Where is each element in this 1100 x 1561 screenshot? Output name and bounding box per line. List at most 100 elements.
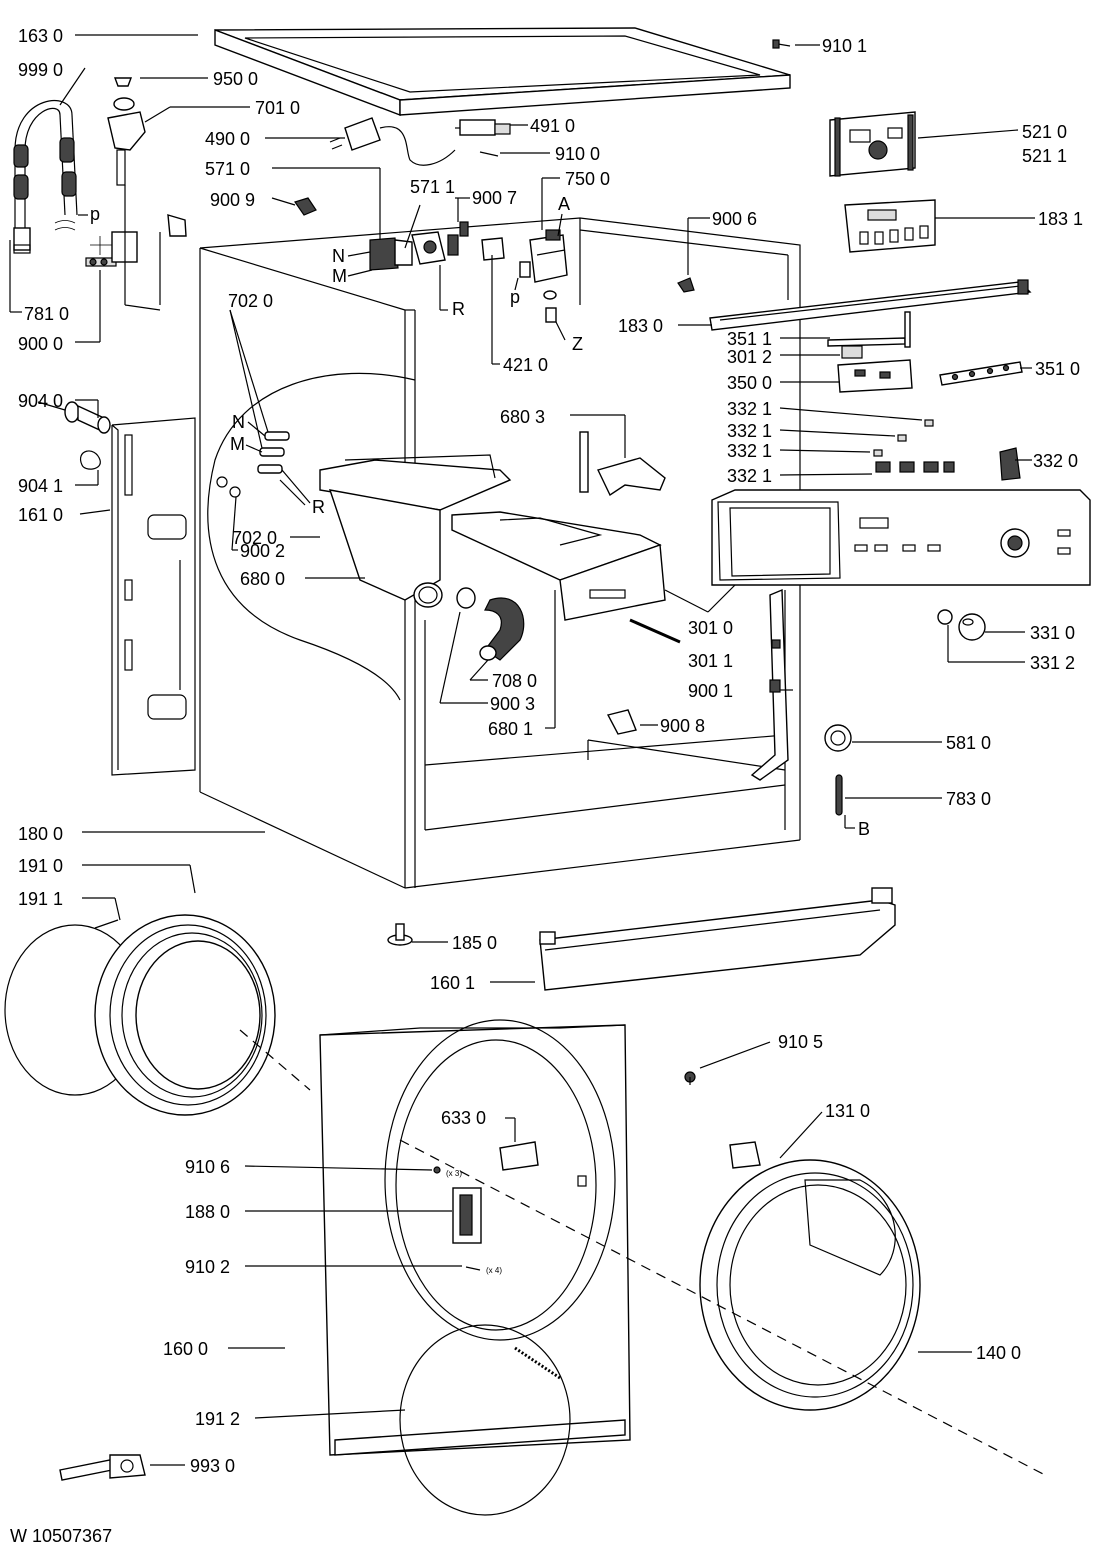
label-161-0: 161 0 (18, 505, 63, 525)
screw-910-1 (772, 39, 791, 49)
letter-R-top: R (452, 299, 465, 319)
document-id: W 10507367 (10, 1526, 112, 1546)
label-680-1: 680 1 (488, 719, 533, 739)
motor-assembly (369, 221, 469, 271)
label-900-7: 900 7 (472, 188, 517, 208)
label-191-2: 191 2 (195, 1409, 240, 1429)
label-904-1: 904 1 (18, 476, 63, 496)
label-900-1: 900 1 (688, 681, 733, 701)
label-350-0: 350 0 (727, 373, 772, 393)
hinge-131-0 (729, 1141, 761, 1169)
label-750-0: 750 0 (565, 169, 610, 189)
label-999-0: 999 0 (18, 60, 63, 80)
door-lock-633 (499, 1141, 539, 1171)
foot-185-0 (387, 923, 413, 946)
label-332-0: 332 0 (1033, 451, 1078, 471)
part-332-0 (999, 447, 1021, 481)
drain-pump (519, 229, 568, 323)
label-183-1: 183 1 (1038, 209, 1083, 229)
label-581-0: 581 0 (946, 733, 991, 753)
label-702-0-mid: 702 0 (232, 528, 277, 548)
label-191-0: 191 0 (18, 856, 63, 876)
hose-708-0 (456, 587, 525, 661)
label-571-1: 571 1 (410, 177, 455, 197)
label-491-0: 491 0 (530, 116, 575, 136)
axis-line-left (239, 1029, 311, 1091)
clip-900-8 (606, 709, 637, 735)
label-521-0: 521 0 (1022, 122, 1067, 142)
label-900-3: 900 3 (490, 694, 535, 714)
label-571-0: 571 0 (205, 159, 250, 179)
detergent-drawer (451, 511, 666, 621)
label-331-2: 331 2 (1030, 653, 1075, 673)
axis-line-main (399, 1139, 1046, 1476)
cap-part (113, 77, 133, 87)
screw-910-0 (479, 151, 499, 157)
control-panel (711, 489, 1091, 586)
knob-331 (937, 609, 986, 641)
screw-910-2 (465, 1266, 481, 1271)
label-160-1: 160 1 (430, 973, 475, 993)
label-331-0: 331 0 (1030, 623, 1075, 643)
strip-351-1 (827, 337, 906, 347)
tool-993-0 (59, 1454, 146, 1481)
quantity-marks: (x 3) (x 4) (446, 1169, 502, 1275)
label-702-0-top: 702 0 (228, 291, 273, 311)
letter-leaders (78, 213, 566, 504)
label-910-0: 910 0 (555, 144, 600, 164)
label-910-1: 910 1 (822, 36, 867, 56)
label-163-0: 163 0 (18, 26, 63, 46)
label-783-0: 783 0 (946, 789, 991, 809)
label-131-0: 131 0 (825, 1101, 870, 1121)
part-301-2 (841, 345, 863, 359)
letter-B: B (858, 819, 870, 839)
label-301-0: 301 0 (688, 618, 733, 638)
letter-p-pump: p (510, 287, 520, 307)
filter-904-0 (37, 401, 111, 434)
inlet-hose (13, 100, 78, 254)
divider-680-3 (579, 431, 666, 497)
tubes-702-0 (216, 431, 290, 498)
bracket-900-1 (750, 588, 789, 781)
hinge-188 (452, 1187, 482, 1244)
part-number-labels: 163 0 999 0 950 0 701 0 910 1 491 0 490 … (18, 26, 1083, 1476)
letter-N-mid: N (232, 412, 245, 432)
label-301-1: 301 1 (688, 651, 733, 671)
label-701-0: 701 0 (255, 98, 300, 118)
label-900-8: 900 8 (660, 716, 705, 736)
board-350-0 (837, 359, 913, 393)
label-900-2: 900 2 (240, 541, 285, 561)
inlet-valve (107, 97, 187, 311)
display-board-183-1 (844, 199, 936, 253)
strip-351-1-post (904, 311, 911, 348)
label-180-0: 180 0 (18, 824, 63, 844)
label-680-0: 680 0 (240, 569, 285, 589)
rod-301-1 (629, 618, 681, 644)
plinth-160-1 (539, 887, 896, 991)
label-900-9: 900 9 (210, 190, 255, 210)
label-191-1: 191 1 (18, 889, 63, 909)
control-board-521 (829, 111, 916, 177)
pressure-switch (824, 724, 852, 752)
label-680-3: 680 3 (500, 407, 545, 427)
label-781-0: 781 0 (24, 304, 69, 324)
cutaway-outline (207, 372, 416, 701)
leader-lines (9, 34, 1035, 1466)
clip-900-9 (294, 197, 317, 216)
strip-351-0 (939, 361, 1023, 386)
qty-x4: (x 4) (486, 1266, 502, 1275)
label-910-6: 910 6 (185, 1157, 230, 1177)
clip-900-6 (677, 277, 695, 293)
label-490-0: 490 0 (205, 129, 250, 149)
control-bracket-bar (709, 279, 1032, 331)
back-panel (111, 417, 196, 776)
label-521-1: 521 1 (1022, 146, 1067, 166)
hose-783-0 (835, 774, 843, 816)
letter-p-hose: p (90, 204, 100, 224)
letter-R-mid: R (312, 497, 325, 517)
label-140-0: 140 0 (976, 1343, 1021, 1363)
pipe-421-0 (481, 237, 505, 261)
label-900-6: 900 6 (712, 209, 757, 229)
